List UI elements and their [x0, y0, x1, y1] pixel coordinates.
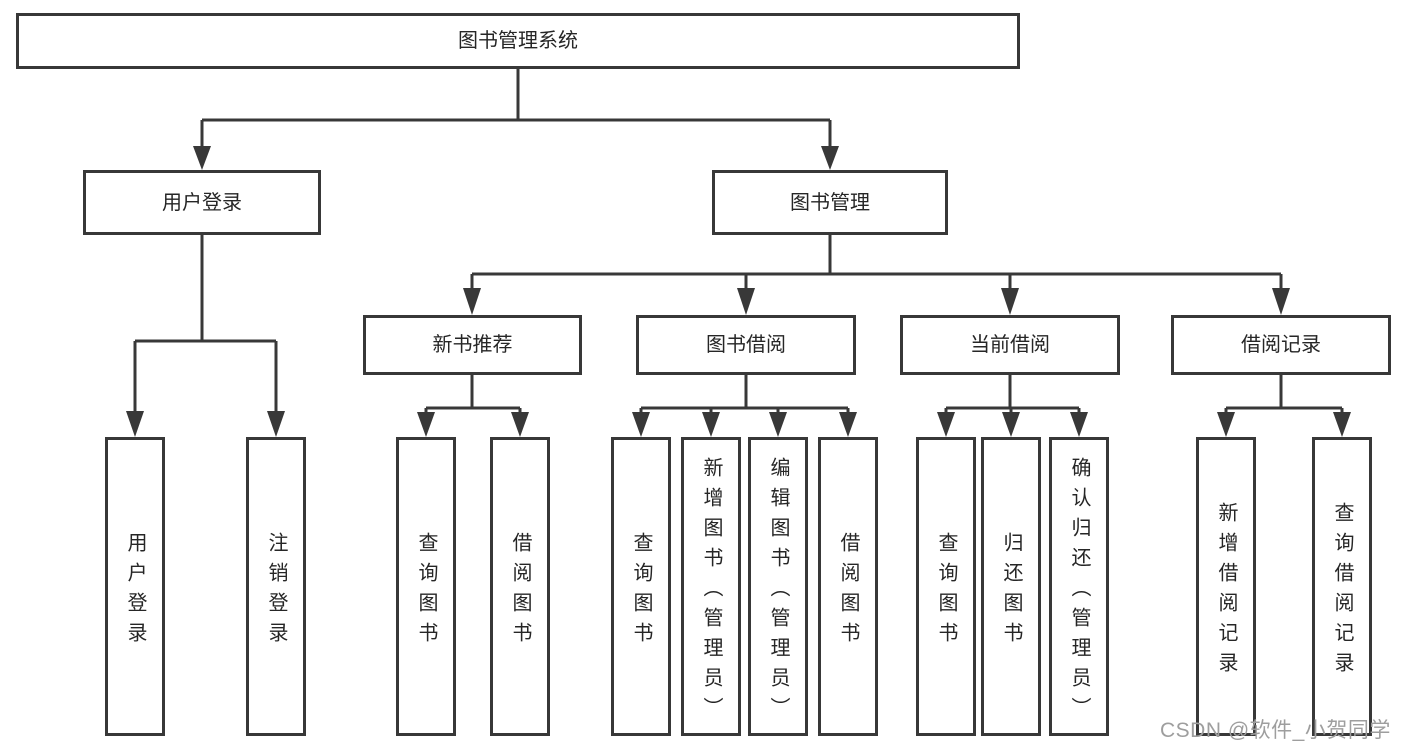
node-label: 归还图书 [1000, 531, 1022, 652]
node-label: 用户登录 [124, 531, 146, 652]
node-label: 查询图书 [935, 531, 957, 652]
arrow-down-icon [1217, 412, 1351, 437]
node-label: 注销登录 [265, 531, 287, 652]
node-return-books: 归还图书 [981, 437, 1041, 736]
connector-user-login [133, 235, 278, 413]
node-borrow-books: 借阅图书 [490, 437, 550, 736]
connector-new-book [424, 375, 522, 414]
node-query-books: 查询图书 [611, 437, 671, 736]
node-query-books: 查询图书 [396, 437, 456, 736]
arrow-down-icon [632, 412, 857, 437]
node-label: 查询图书 [630, 531, 652, 652]
node-query-borrow-record: 查询借阅记录 [1312, 437, 1372, 736]
node-query-books: 查询图书 [916, 437, 976, 736]
node-borrow-records: 借阅记录 [1171, 315, 1391, 375]
arrow-down-icon [463, 288, 1290, 315]
node-label: 新增借阅记录 [1215, 501, 1237, 682]
node-borrow-books: 借阅图书 [818, 437, 878, 736]
node-user-login-branch: 用户登录 [83, 170, 321, 235]
node-label: 借阅图书 [837, 531, 859, 652]
connector-book-borrow [639, 375, 850, 414]
node-label: 当前借阅 [970, 334, 1050, 356]
arrow-down-icon [193, 146, 839, 170]
node-label: 图书管理 [790, 191, 870, 214]
watermark: CSDN @软件_小贺同学 [1160, 719, 1391, 742]
node-user-login: 用户登录 [105, 437, 165, 736]
node-label: 借阅记录 [1241, 334, 1321, 356]
node-book-borrow: 图书借阅 [636, 315, 856, 375]
node-label: 查询图书 [415, 531, 437, 652]
node-root: 图书管理系统 [16, 13, 1020, 69]
node-current-borrow: 当前借阅 [900, 315, 1120, 375]
connector-borrow-records [1224, 375, 1344, 414]
node-label: 图书管理系统 [458, 30, 578, 52]
node-confirm-return-admin: 确认归还（管理员） [1049, 437, 1109, 736]
connector-current-borrow [944, 375, 1081, 414]
node-edit-books-admin: 编辑图书（管理员） [748, 437, 808, 736]
node-label: 借阅图书 [509, 531, 531, 652]
node-label: 确认归还（管理员） [1068, 456, 1090, 727]
node-add-borrow-record: 新增借阅记录 [1196, 437, 1256, 736]
node-label: 图书借阅 [706, 334, 786, 356]
node-new-book-rec: 新书推荐 [363, 315, 582, 375]
node-label: 用户登录 [162, 191, 242, 214]
arrow-down-icon [937, 412, 1088, 437]
connector-book-mgmt [470, 235, 1283, 290]
node-book-mgmt-branch: 图书管理 [712, 170, 948, 235]
node-label: 新书推荐 [432, 334, 513, 356]
node-label: 查询借阅记录 [1331, 501, 1353, 682]
node-label: 编辑图书（管理员） [767, 456, 789, 727]
node-label: 新增图书（管理员） [700, 456, 722, 727]
arrow-down-icon [126, 411, 285, 437]
node-logout: 注销登录 [246, 437, 306, 736]
connector-root [200, 69, 832, 148]
arrow-down-icon [417, 412, 529, 437]
node-add-books-admin: 新增图书（管理员） [681, 437, 741, 736]
